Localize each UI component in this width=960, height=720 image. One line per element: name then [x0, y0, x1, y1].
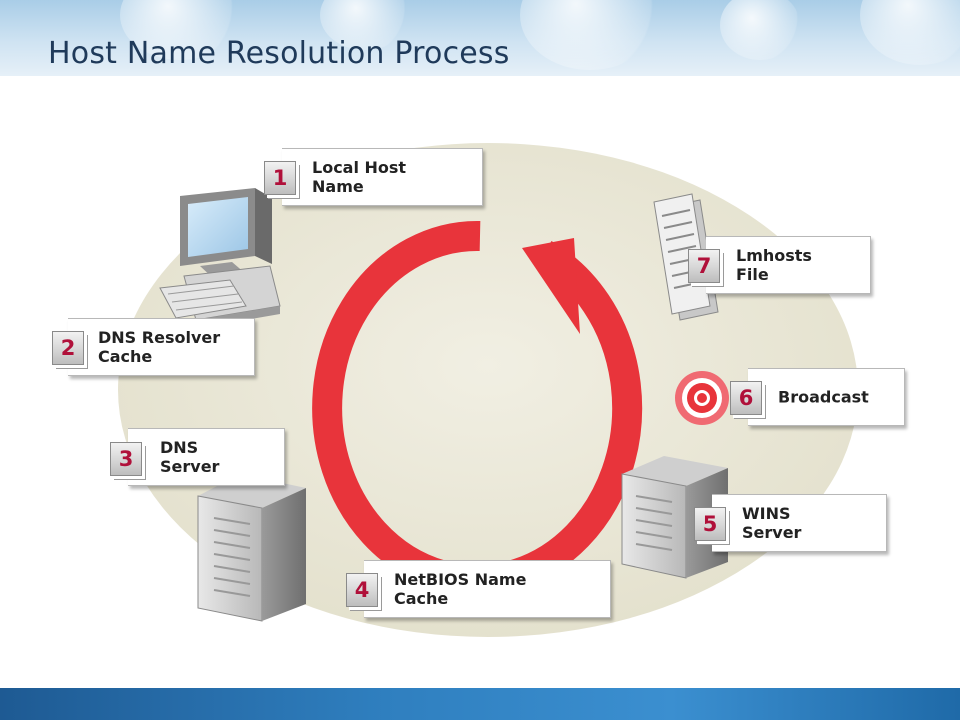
- step-label: Local Host Name: [312, 158, 407, 196]
- footer-banner: [0, 688, 960, 720]
- step-callout: Local Host Name: [282, 148, 483, 206]
- decorative-bubble: [520, 0, 660, 70]
- server-tower-icon: [197, 474, 306, 622]
- step-callout: NetBIOS Name Cache: [364, 560, 611, 618]
- step-number-badge: 4: [346, 573, 378, 607]
- step-number-badge: 3: [110, 442, 142, 476]
- step-label: Lmhosts File: [736, 246, 812, 284]
- step-label: DNS Server: [160, 438, 220, 476]
- desktop-computer-icon: [159, 188, 281, 328]
- step-number-badge: 5: [694, 507, 726, 541]
- broadcast-target-icon: [675, 371, 729, 425]
- step-label: NetBIOS Name Cache: [394, 570, 527, 608]
- decorative-bubble: [860, 0, 960, 65]
- step-label: Broadcast: [778, 387, 869, 407]
- step-number-badge: 6: [730, 381, 762, 415]
- diagram-canvas: [118, 143, 858, 637]
- page-title: Host Name Resolution Process: [48, 36, 510, 71]
- step-callout: DNS Resolver Cache: [68, 318, 255, 376]
- step-number-badge: 7: [688, 249, 720, 283]
- header-banner: Host Name Resolution Process: [0, 0, 960, 76]
- step-callout: WINS Server: [712, 494, 887, 552]
- step-number-badge: 1: [264, 161, 296, 195]
- step-label: WINS Server: [742, 504, 802, 542]
- step-callout: Lmhosts File: [706, 236, 871, 294]
- step-number-badge: 2: [52, 331, 84, 365]
- step-label: DNS Resolver Cache: [98, 328, 221, 366]
- diagram-area: Local Host Name 1 DNS Resolver Cache 2 D…: [0, 76, 960, 688]
- step-callout: DNS Server: [128, 428, 285, 486]
- decorative-bubble: [720, 0, 800, 60]
- step-callout: Broadcast: [748, 368, 905, 426]
